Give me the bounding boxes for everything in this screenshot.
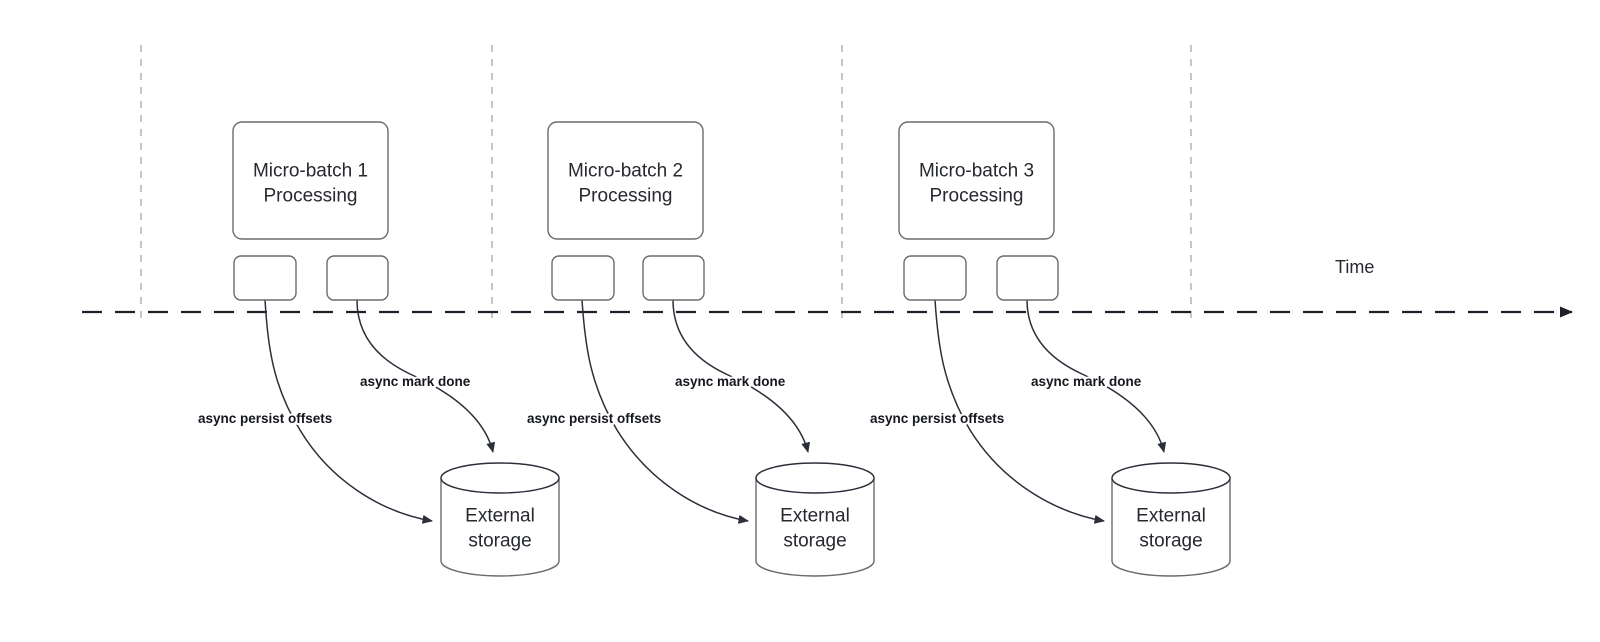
micro-batch-node[interactable]: Micro-batch 2 Processing xyxy=(547,121,704,240)
external-storage-node[interactable]: External storage xyxy=(440,462,560,577)
micro-batch-node[interactable]: Micro-batch 1 Processing xyxy=(232,121,389,240)
storage-label-line1: External xyxy=(465,506,535,527)
flow-edges-layer xyxy=(264,299,1167,524)
async-persist-offsets-label-halo: async persist offsets xyxy=(870,411,1004,426)
async-persist-offsets-label-halo: async persist offsets xyxy=(198,411,332,426)
async-mark-done-edge xyxy=(672,299,811,453)
async-mark-done-edge xyxy=(1026,299,1167,453)
async-persist-offsets-edge xyxy=(264,299,433,524)
done-marker-box[interactable] xyxy=(326,255,389,301)
micro-batch-subtitle: Processing xyxy=(579,186,673,207)
micro-batch-node[interactable]: Micro-batch 3 Processing xyxy=(898,121,1055,240)
storage-label-line2: storage xyxy=(1139,531,1202,552)
async-mark-done-label: async mark done xyxy=(1031,374,1142,389)
async-mark-done-label-halo: async mark done xyxy=(360,374,471,389)
storage-cylinder-body xyxy=(440,478,560,577)
done-marker-box[interactable] xyxy=(996,255,1059,301)
external-storage-node[interactable]: External storage xyxy=(1111,462,1231,577)
async-persist-offsets-label-halo: async persist offsets xyxy=(527,411,661,426)
micro-batch-title: Micro-batch 3 xyxy=(919,161,1034,182)
guide-lines-layer xyxy=(140,45,1192,318)
async-persist-offsets-edge xyxy=(934,299,1105,524)
storage-label-line2: storage xyxy=(783,531,846,552)
storage-label-line2: storage xyxy=(468,531,531,552)
edge-labels-layer: async persist offsets async persist offse… xyxy=(196,372,1144,428)
time-axis-label: Time xyxy=(1335,257,1374,277)
storage-cylinder-body xyxy=(1111,478,1231,577)
storage-cylinder-top xyxy=(755,462,875,494)
storage-cylinder-top xyxy=(1111,462,1231,494)
micro-batch-box[interactable] xyxy=(232,121,389,240)
micro-batch-subtitle: Processing xyxy=(930,186,1024,207)
micro-batch-box[interactable] xyxy=(898,121,1055,240)
offset-marker-box[interactable] xyxy=(551,255,615,301)
async-mark-done-label: async mark done xyxy=(675,374,786,389)
storage-label-line1: External xyxy=(780,506,850,527)
external-storage-node[interactable]: External storage xyxy=(755,462,875,577)
storage-label-line1: External xyxy=(1136,506,1206,527)
async-persist-offsets-label: async persist offsets xyxy=(198,411,332,426)
async-mark-done-edge xyxy=(356,299,496,453)
done-marker-box[interactable] xyxy=(642,255,705,301)
offset-marker-box[interactable] xyxy=(903,255,967,301)
storage-cylinder-top xyxy=(440,462,560,494)
storage-cylinder-body xyxy=(755,478,875,577)
micro-batch-box[interactable] xyxy=(547,121,704,240)
async-mark-done-label: async mark done xyxy=(360,374,471,389)
micro-batch-title: Micro-batch 1 xyxy=(253,161,368,182)
offset-marker-box[interactable] xyxy=(233,255,297,301)
async-mark-done-label-halo: async mark done xyxy=(675,374,786,389)
micro-batch-subtitle: Processing xyxy=(264,186,358,207)
async-persist-offsets-edge xyxy=(581,299,749,524)
async-persist-offsets-label: async persist offsets xyxy=(527,411,661,426)
async-mark-done-label-halo: async mark done xyxy=(1031,374,1142,389)
async-persist-offsets-label: async persist offsets xyxy=(870,411,1004,426)
micro-batch-title: Micro-batch 2 xyxy=(568,161,683,182)
